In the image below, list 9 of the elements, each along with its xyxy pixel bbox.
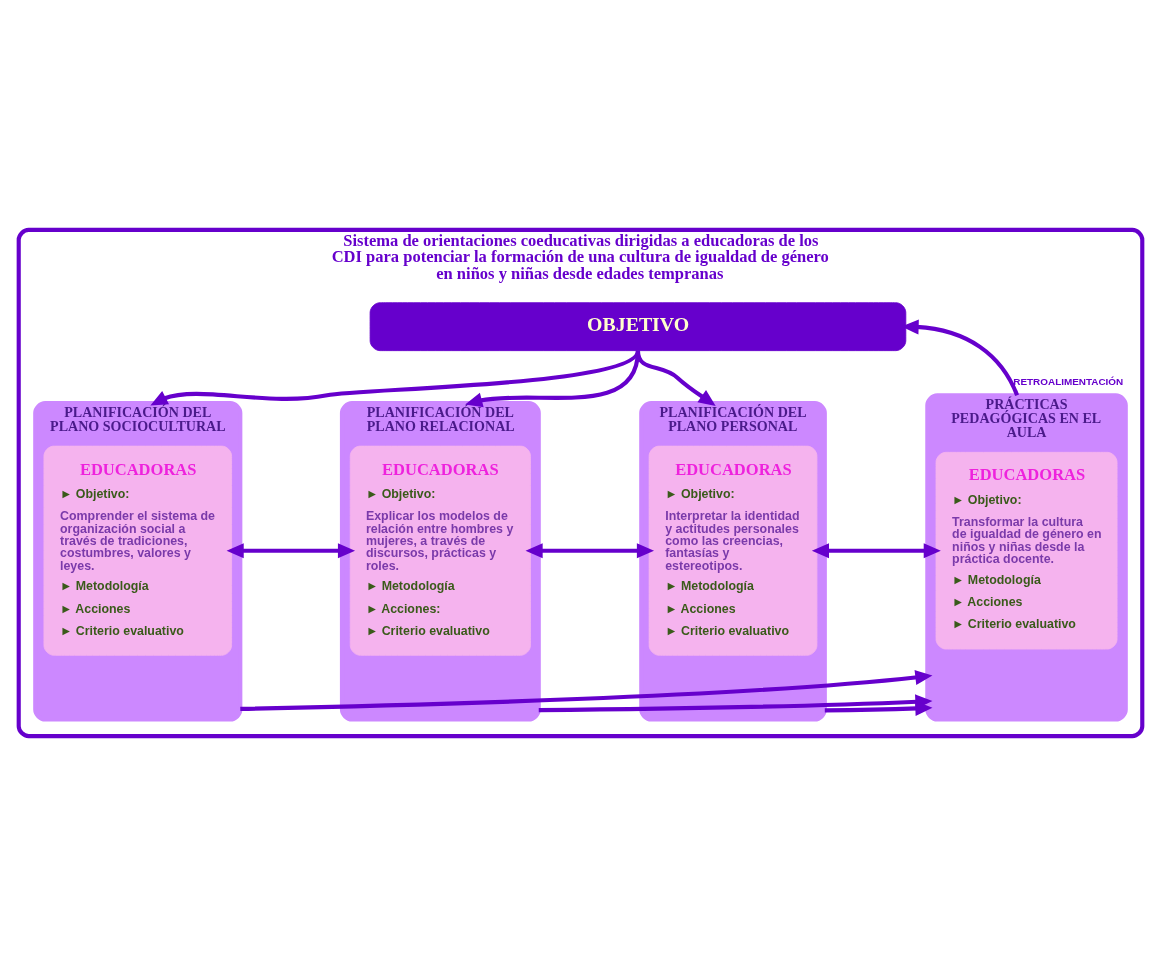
node-box: EDUCADORAS ► Objetivo: Explicar los modelos de relación entre hombres y mujeres, a través de discursos, prácticas y roles. ► Metodología ► Acciones: ► Criterio evaluativo	[349, 445, 531, 656]
arrow	[811, 542, 941, 558]
node-box: OBJETIVO	[369, 301, 907, 351]
arrow	[226, 542, 356, 558]
edge-label: RETROALIMENTACIÓN	[1013, 375, 1124, 387]
arrow	[525, 542, 654, 558]
node-box: EDUCADORAS ► Objetivo: Transformar la cultura de igualdad de género en niños y niñas desde la práctica docente. ► Metodología ► Acciones ► Criterio evaluativo	[935, 451, 1118, 649]
node-box: EDUCADORAS ► Objetivo: Interpretar la identidad y actitudes personales como las creencias, fantasías y estereotipos. ► Metodología ► Acciones ► Criterio evaluativo	[648, 445, 818, 656]
node-box: EDUCADORAS ► Objetivo: Comprender el sistema de organización social a través de tradiciones, costumbres, valores y leyes. ► Metodología ► Acciones ► Criterio evaluativo	[43, 445, 233, 656]
